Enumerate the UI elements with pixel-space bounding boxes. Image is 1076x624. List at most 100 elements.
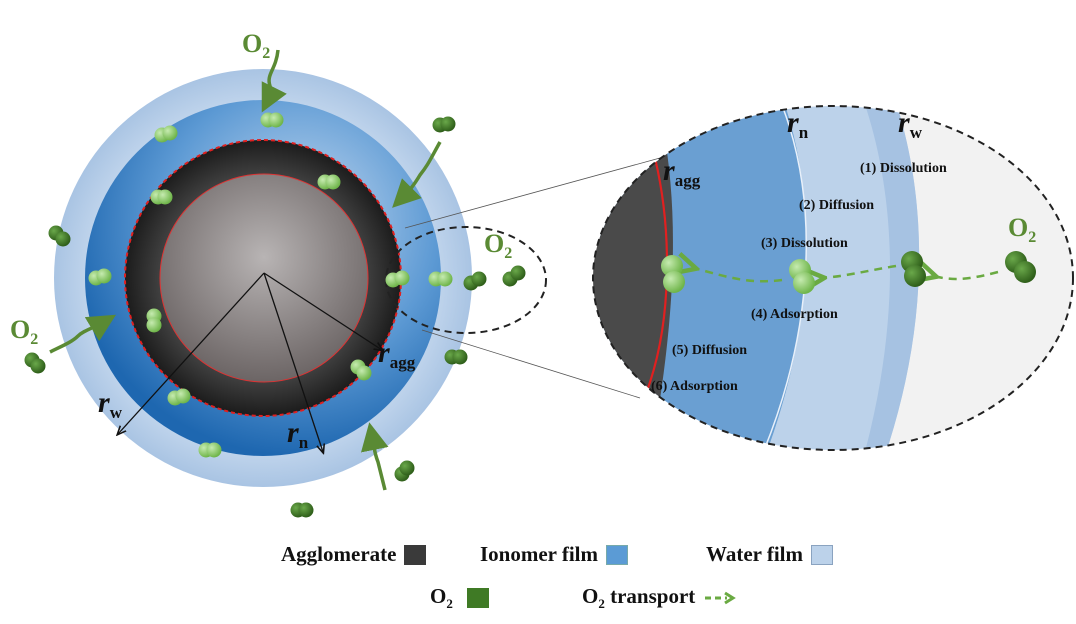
legend-water-label: Water film [706, 542, 804, 566]
o2-molecule [88, 268, 112, 286]
o2-atom [325, 174, 341, 190]
o2-molecule [317, 174, 341, 190]
agglomerate-swatch [404, 544, 427, 565]
o2-molecule [260, 112, 284, 128]
step-5-label: (5) Diffusion [672, 343, 747, 358]
o2-molecule [428, 271, 453, 287]
zoom-r-n-label: rn [787, 106, 809, 142]
particle-model: rw rn ragg O2 O2 O2 [10, 29, 661, 491]
zoom-connector-top [404, 157, 661, 229]
legend-ionomer-label: Ionomer film [480, 542, 599, 566]
zoom-o2-label: O2 [1008, 213, 1036, 246]
zoom-connector-bottom [421, 329, 641, 399]
o2-molecule [198, 442, 222, 458]
dissolved-water-o2-molecule [901, 251, 926, 287]
o2-molecule [502, 265, 526, 287]
step-2-label: (2) Diffusion [799, 198, 874, 213]
o2-atom [268, 112, 284, 128]
zoom-water-film [760, 106, 920, 450]
legend-agglomerate-label: Agglomerate [281, 542, 397, 566]
o2-atom [157, 189, 173, 205]
o2-molecule [150, 189, 173, 205]
o2-atom [162, 125, 178, 141]
transport-arrow-2 [822, 264, 897, 278]
legend-water: Water film [706, 542, 834, 567]
transport-arrow-1 [934, 272, 999, 279]
o2-atom [663, 271, 685, 293]
legend-o2-transport: O2 transport [582, 584, 739, 612]
zoom-r-agg-label: ragg [663, 154, 701, 190]
o2-atom [96, 268, 112, 284]
gas-o2-molecule [1005, 251, 1036, 283]
o2-molecule [290, 502, 314, 518]
o2-atom [452, 349, 468, 365]
o2-atom [394, 270, 410, 286]
o2-atom [146, 317, 162, 333]
o2-atom [1014, 261, 1036, 283]
step-6-label: (6) Adsorption [651, 379, 738, 394]
r-n-arrow [263, 272, 323, 452]
dissolved-ionomer-o2-molecule [789, 259, 815, 294]
o2-molecule [146, 308, 162, 333]
o2-atom [298, 502, 314, 518]
o2-molecule [432, 116, 456, 133]
o2-molecule [463, 271, 487, 291]
o2-atom [437, 271, 453, 287]
transport-arrow-3 [694, 268, 783, 283]
o2-atom [175, 388, 191, 404]
o2-label-left: O2 [10, 315, 38, 348]
o2-label-zoom: O2 [484, 229, 512, 262]
o2-atom [399, 460, 415, 476]
o2-molecule [385, 270, 410, 288]
o2-inflow-arrow-bottom [361, 422, 389, 491]
legend-ionomer: Ionomer film [480, 542, 629, 567]
zoom-o2-molecules [661, 251, 1036, 294]
o2-molecule [444, 349, 468, 365]
o2-inflow-arrow-left [49, 314, 117, 354]
adsorbed-o2-molecule [661, 255, 685, 293]
o2-molecules [24, 112, 526, 518]
o2-atom [356, 365, 372, 381]
o2-atom [206, 442, 222, 458]
o2-molecule [394, 460, 415, 482]
r-agg-arrow [263, 272, 382, 350]
o2-molecule [167, 388, 191, 406]
o2-atom [471, 271, 487, 287]
transport-arrow-icon [705, 591, 737, 605]
water-swatch [811, 544, 834, 565]
legend-o2-label: O2 [430, 584, 453, 612]
o2-label-top: O2 [242, 29, 270, 62]
o2-molecule [350, 359, 372, 381]
o2-molecule [24, 352, 46, 374]
agglomerate-core [159, 173, 369, 383]
zoom-water-film-shade [860, 106, 920, 450]
zoom-agglomerate [593, 106, 673, 450]
zoom-r-w-label: rw [898, 106, 923, 142]
step-3-label: (3) Dissolution [761, 236, 848, 251]
zoom-view-border [592, 105, 1074, 451]
r-w-label: rw [98, 386, 123, 422]
o2-atom [55, 231, 71, 247]
ionomer-swatch [606, 544, 629, 565]
r-w-arrow [118, 272, 265, 434]
legend-o2: O2 [430, 584, 489, 612]
o2-atom [440, 116, 456, 132]
o2-atom [661, 255, 683, 277]
o2-inflow-arrow-top [261, 49, 287, 113]
o2-swatch [466, 588, 489, 609]
r-agg-label: ragg [378, 336, 416, 372]
o2-atom [793, 272, 815, 294]
o2-atom [904, 265, 926, 287]
r-n-label: rn [287, 416, 309, 452]
o2-molecule [48, 225, 71, 247]
step-1-label: (1) Dissolution [860, 161, 947, 176]
step-4-label: (4) Adsorption [751, 307, 838, 322]
o2-inflow-arrow-upper-right [392, 141, 442, 208]
o2-molecule [154, 125, 178, 143]
o2-atom [510, 265, 526, 281]
legend-agglomerate: Agglomerate [281, 542, 427, 567]
legend-o2-transport-label: O2 transport [582, 584, 696, 612]
zoom-view [593, 106, 1073, 450]
o2-atom [30, 358, 46, 374]
